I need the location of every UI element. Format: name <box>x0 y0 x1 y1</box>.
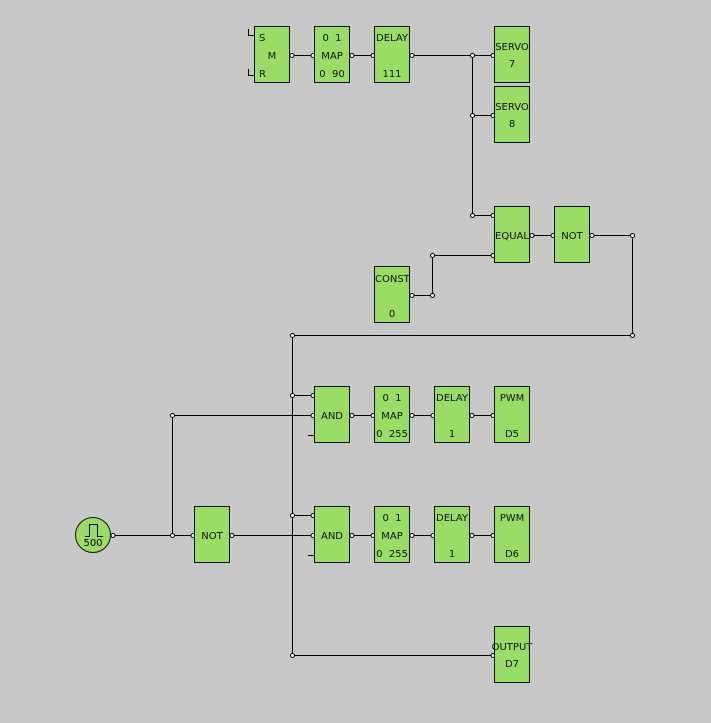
delay-value: 111 <box>382 69 402 80</box>
and-label: AND <box>320 531 344 542</box>
pulse-period: 500 <box>83 538 103 549</box>
map-range-in: 0 1 <box>382 513 402 524</box>
delay-value: 1 <box>448 549 456 560</box>
and-1-block[interactable]: AND <box>314 386 350 443</box>
and-2-block[interactable]: AND <box>314 506 350 563</box>
delay-servo-block[interactable]: DELAY 111 <box>374 26 410 83</box>
not-label: NOT <box>201 531 223 542</box>
delay-value: 1 <box>448 429 456 440</box>
map-range-in: 0 1 <box>382 393 402 404</box>
map-2-block[interactable]: 0 1 MAP 0 255 <box>374 506 410 563</box>
output-label: OUTPUT <box>491 642 533 653</box>
map-range-out: 0 90 <box>319 69 345 80</box>
set-label: S <box>259 33 266 44</box>
const-block[interactable]: CONST 0 <box>374 266 410 323</box>
map-label: MAP <box>321 51 343 62</box>
delay-2-block[interactable]: DELAY 1 <box>434 506 470 563</box>
not-top-block[interactable]: NOT <box>554 206 590 263</box>
square-wave-icon <box>85 524 103 537</box>
delay-1-block[interactable]: DELAY 1 <box>434 386 470 443</box>
not-bottom-block[interactable]: NOT <box>194 506 230 563</box>
pwm-d6-block[interactable]: PWM D6 <box>494 506 530 563</box>
pwm-pin: D5 <box>504 429 520 440</box>
pwm-d5-block[interactable]: PWM D5 <box>494 386 530 443</box>
servo-pin: 8 <box>508 119 516 130</box>
map-range-out: 0 255 <box>376 429 408 440</box>
port-dots <box>110 53 635 658</box>
smr-block[interactable]: S M R <box>254 26 290 83</box>
const-value: 0 <box>388 309 396 320</box>
equal-block[interactable]: EQUAL <box>494 206 530 263</box>
wire-lines <box>112 29 633 656</box>
pwm-label: PWM <box>499 393 525 404</box>
servo-label: SERVO <box>495 42 529 53</box>
pwm-pin: D6 <box>504 549 520 560</box>
map-label: MAP <box>381 411 403 422</box>
not-label: NOT <box>561 231 583 242</box>
delay-label: DELAY <box>436 393 468 404</box>
pwm-label: PWM <box>499 513 525 524</box>
map-range-in: 0 1 <box>322 33 342 44</box>
output-pin: D7 <box>504 659 520 670</box>
map-label: MAP <box>381 531 403 542</box>
servo-7-block[interactable]: SERVO 7 <box>494 26 530 83</box>
pulse-generator-block[interactable]: 500 <box>75 517 111 553</box>
map-range-out: 0 255 <box>376 549 408 560</box>
and-label: AND <box>320 411 344 422</box>
map-servo-block[interactable]: 0 1 MAP 0 90 <box>314 26 350 83</box>
const-label: CONST <box>375 274 410 285</box>
servo-pin: 7 <box>508 59 516 70</box>
output-d7-block[interactable]: OUTPUT D7 <box>491 626 533 683</box>
map-1-block[interactable]: 0 1 MAP 0 255 <box>374 386 410 443</box>
reset-label: R <box>259 69 266 80</box>
delay-label: DELAY <box>376 33 408 44</box>
equal-label: EQUAL <box>495 231 529 242</box>
servo-label: SERVO <box>495 102 529 113</box>
mode-label: M <box>267 51 277 62</box>
servo-8-block[interactable]: SERVO 8 <box>494 86 530 143</box>
delay-label: DELAY <box>436 513 468 524</box>
